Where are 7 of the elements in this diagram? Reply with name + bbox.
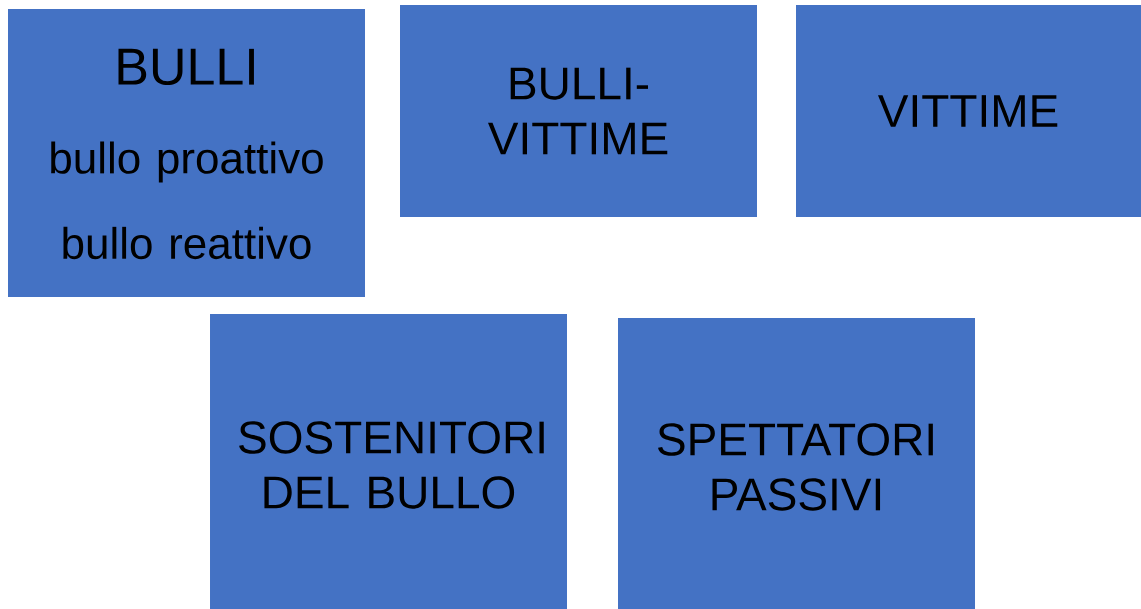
box-text: bullo reattivo xyxy=(63,226,311,260)
box-text: VITTIME xyxy=(878,95,1058,127)
box-text: SOSTENITORI DEL BULLO xyxy=(239,421,544,509)
box-text: bullo proattivo xyxy=(51,141,323,183)
box-text: SPETTATORI PASSIVI xyxy=(658,423,933,511)
box-text: BULLI- VITTIME xyxy=(488,67,668,155)
box-heading: BULLI xyxy=(118,48,254,86)
